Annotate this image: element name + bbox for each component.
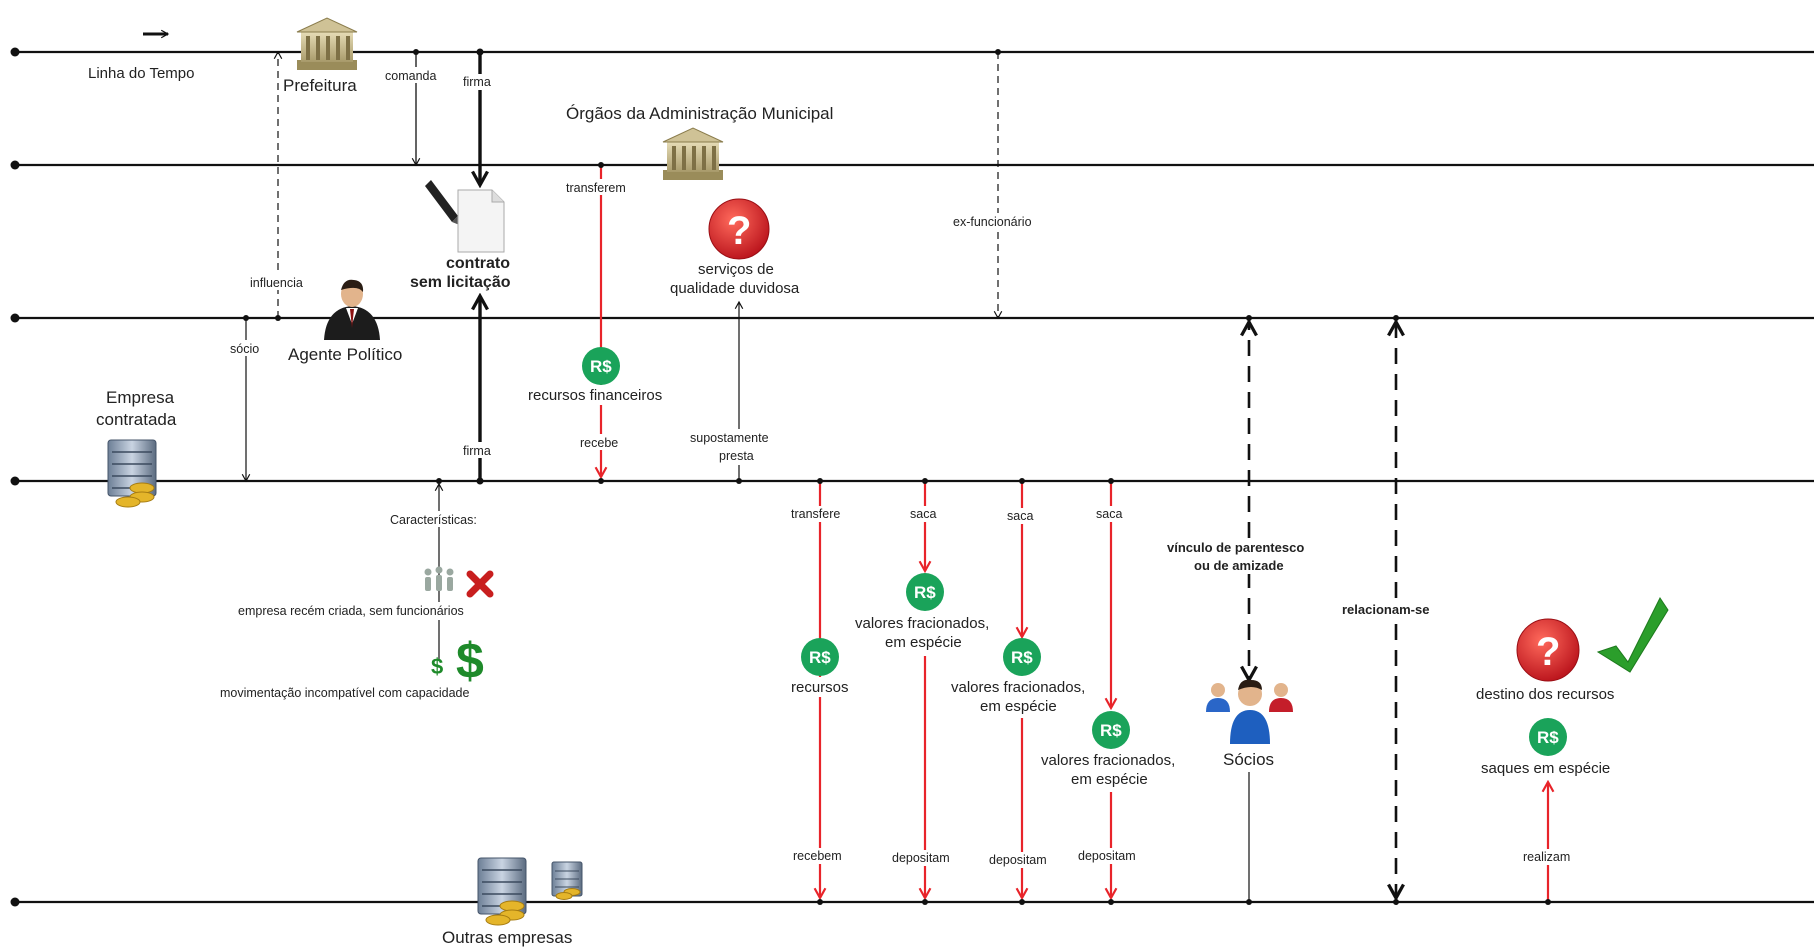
question-badge-icon: ? [708, 198, 770, 260]
socio-label: sócio [230, 342, 259, 356]
valores-2-badge-icon: R$ [1003, 638, 1041, 676]
valores-1-label-1: valores fracionados, [855, 615, 989, 632]
depositam-2-label: depositam [989, 853, 1047, 867]
question-symbol: ? [1536, 630, 1560, 674]
depositam-3-label: depositam [1078, 849, 1136, 863]
valores-1-label-2: em espécie [885, 634, 962, 651]
relacionam-label: relacionam-se [1342, 602, 1429, 617]
recebe-label: recebe [580, 436, 618, 450]
outras-servers-icon [477, 857, 527, 926]
valores-2-label-1: valores fracionados, [951, 679, 1085, 696]
saca-3-label: saca [1096, 507, 1122, 521]
outras-label: Outras empresas [442, 928, 572, 947]
realizam-label: realizam [1523, 850, 1570, 864]
influencia-label: influencia [250, 276, 303, 290]
contract-label-2: sem licitação [410, 274, 511, 291]
outras-servers-small-icon [551, 861, 583, 900]
caracteristicas-label: Características: [390, 513, 477, 527]
valores-2-label-2: em espécie [980, 698, 1057, 715]
reais-symbol: R$ [1100, 721, 1122, 740]
saques-badge-icon: R$ [1529, 718, 1567, 756]
valores-3-badge-icon: R$ [1092, 711, 1130, 749]
firma-bottom-label: firma [463, 444, 491, 458]
vinculo-label-1: vínculo de parentesco [1167, 540, 1304, 555]
saca-1-label: saca [910, 507, 936, 521]
recursos-financeiros-badge-icon: R$ [582, 347, 620, 385]
saques-label: saques em espécie [1481, 760, 1610, 777]
socios-label: Sócios [1223, 750, 1274, 769]
politician-icon [324, 279, 380, 340]
reais-symbol: R$ [1011, 648, 1033, 667]
document-icon [457, 189, 505, 253]
servicos-label-2: qualidade duvidosa [670, 280, 800, 297]
recursos-badge-icon: R$ [801, 638, 839, 676]
firma-top-label: firma [463, 75, 491, 89]
recursos-financeiros-label: recursos financeiros [528, 387, 662, 404]
question-symbol: ? [727, 209, 751, 253]
depositam-1-label: depositam [892, 851, 950, 865]
reais-symbol: R$ [1537, 728, 1559, 747]
agente-label: Agente Político [288, 345, 402, 364]
pen-icon [425, 180, 462, 226]
movimentacao-label: movimentação incompatível com capacidade [220, 686, 469, 700]
empresa-label-2: contratada [96, 410, 177, 429]
prefeitura-building-icon [296, 17, 358, 70]
destino-label: destino dos recursos [1476, 686, 1614, 703]
transfere-label: transfere [791, 507, 840, 521]
socios-people-icon [1206, 679, 1293, 744]
lane-dots [10, 47, 20, 907]
reais-symbol: R$ [809, 648, 831, 667]
timeline-label: Linha do Tempo [88, 65, 194, 82]
x-mark-icon [466, 570, 494, 598]
supostamente-label: supostamente [690, 431, 769, 445]
vinculo-label-2: ou de amizade [1194, 558, 1284, 573]
destino-question-icon: ? [1516, 618, 1580, 682]
empresa-servers-icon [107, 439, 157, 508]
valores-3-label-2: em espécie [1071, 771, 1148, 788]
orgaos-building-icon [662, 127, 724, 180]
reais-symbol: R$ [590, 357, 612, 376]
empresa-recem-label: empresa recém criada, sem funcionários [238, 604, 464, 618]
recursos-label: recursos [791, 679, 849, 696]
saca-2-label: saca [1007, 509, 1033, 523]
contract-label-1: contrato [446, 255, 510, 272]
transferem-label: transferem [566, 181, 626, 195]
servicos-label-1: serviços de [698, 261, 774, 278]
dollar-large-icon: $ [456, 633, 484, 689]
valores-1-badge-icon: R$ [906, 573, 944, 611]
check-mark-icon [1596, 597, 1669, 673]
recebem-label: recebem [793, 849, 842, 863]
ex-funcionario-label: ex-funcionário [953, 215, 1032, 229]
presta-label: presta [719, 449, 754, 463]
valores-3-label-1: valores fracionados, [1041, 752, 1175, 769]
dollar-small-icon: $ [431, 654, 443, 679]
comanda-label: comanda [385, 69, 436, 83]
people-icon [424, 566, 454, 591]
lane-lines [15, 50, 1814, 904]
orgaos-label: Órgãos da Administração Municipal [566, 104, 833, 123]
prefeitura-label: Prefeitura [283, 76, 357, 95]
reais-symbol: R$ [914, 583, 936, 602]
empresa-label-1: Empresa [106, 388, 175, 407]
